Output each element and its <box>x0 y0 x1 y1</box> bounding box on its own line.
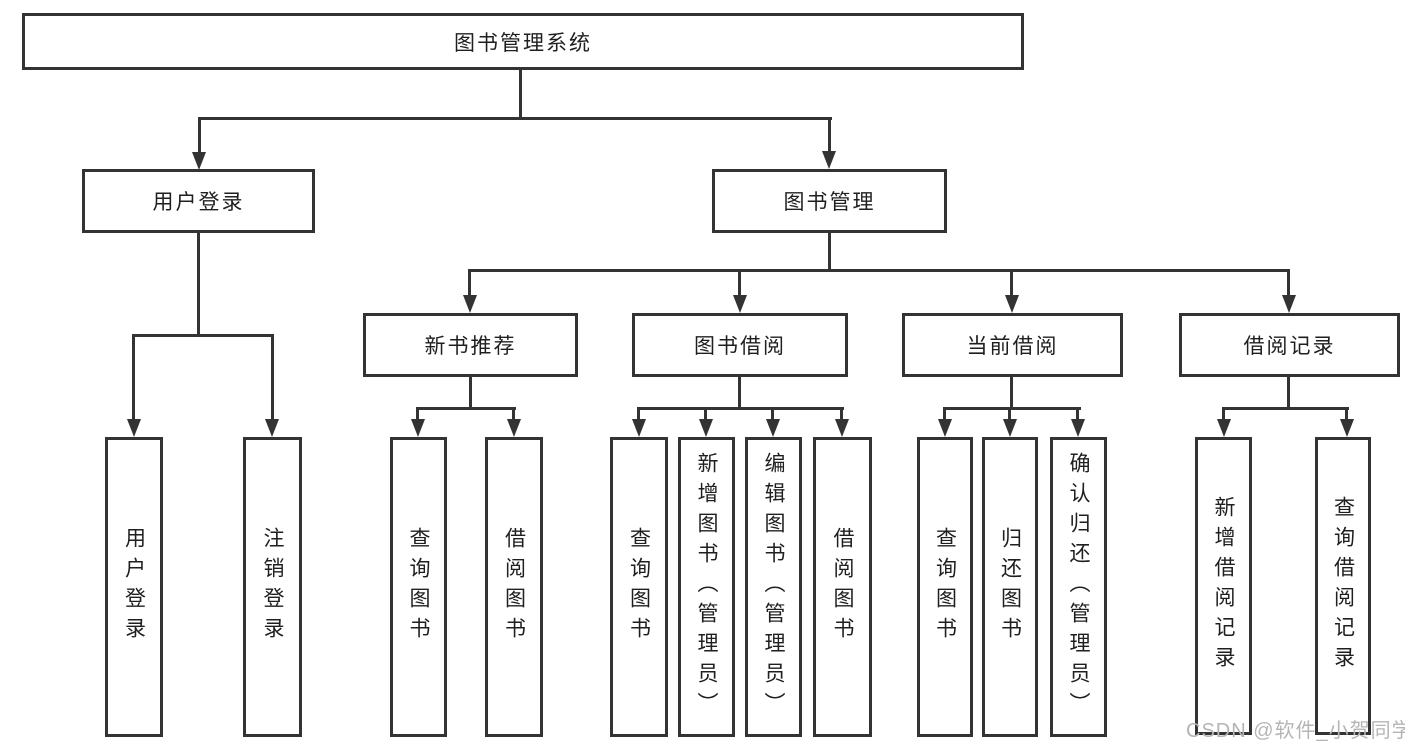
node-current-borrow-label: 当前借阅 <box>966 335 1059 358</box>
connector-current-drop-2 <box>1008 407 1011 421</box>
connector-borrow-split <box>637 407 844 410</box>
connector-borrow-stem <box>738 377 741 410</box>
node-book-borrow: 图书借阅 <box>632 313 848 377</box>
leaf-current-return-book: 归还图书 <box>982 437 1038 737</box>
leaf-records-add-record: 新增借阅记录 <box>1195 437 1252 735</box>
node-new-book-recommend-label: 新书推荐 <box>424 335 517 358</box>
leaf-user-login-label: 用户登录 <box>122 527 146 647</box>
arrowhead-recommend-leaf-1 <box>411 419 425 437</box>
connector-l2-drop-records <box>1287 269 1290 297</box>
connector-l2-drop-current <box>1010 269 1013 297</box>
connector-l1-drop-login <box>198 117 201 153</box>
connector-root-stem <box>519 68 522 119</box>
connector-recommend-drop-2 <box>512 407 515 421</box>
connector-l2-split <box>468 269 1290 272</box>
leaf-borrow-query-book-label: 查询图书 <box>627 527 651 647</box>
arrowhead-borrow-leaf-4 <box>835 419 849 437</box>
leaf-borrow-edit-book-admin-label: 编辑图书（管理员） <box>762 452 786 722</box>
connector-l2-drop-borrow <box>738 269 741 297</box>
connector-mgmt-stem <box>828 233 831 272</box>
leaf-recommend-borrow-book-label: 借阅图书 <box>502 527 526 647</box>
leaf-logout: 注销登录 <box>243 437 302 737</box>
leaf-records-query-record: 查询借阅记录 <box>1315 437 1371 735</box>
node-book-borrow-label: 图书借阅 <box>694 335 786 358</box>
arrowhead-recommend-leaf-2 <box>507 419 521 437</box>
connector-current-split <box>943 407 1081 410</box>
leaf-borrow-add-book-admin: 新增图书（管理员） <box>678 437 735 737</box>
arrowhead-records <box>1282 295 1296 313</box>
node-root-label: 图书管理系统 <box>454 31 592 55</box>
leaf-records-query-record-label: 查询借阅记录 <box>1331 496 1355 676</box>
connector-records-drop-2 <box>1345 407 1348 421</box>
leaf-borrow-add-book-admin-label: 新增图书（管理员） <box>695 452 719 722</box>
connector-current-stem <box>1010 377 1013 410</box>
leaf-borrow-edit-book-admin: 编辑图书（管理员） <box>745 437 802 737</box>
connector-l1-drop-mgmt <box>828 117 831 152</box>
connector-borrow-drop-2 <box>704 407 707 421</box>
connector-recommend-split <box>417 407 516 410</box>
connector-l1-split <box>198 117 832 120</box>
node-book-mgmt: 图书管理 <box>712 169 947 233</box>
connector-current-drop-1 <box>943 407 946 421</box>
connector-recommend-stem <box>469 377 472 410</box>
arrowhead-current-leaf-2 <box>1003 419 1017 437</box>
connector-login-drop-2 <box>271 334 274 420</box>
arrowhead-current <box>1005 295 1019 313</box>
leaf-current-confirm-return-admin: 确认归还（管理员） <box>1050 437 1107 737</box>
arrowhead-login <box>192 152 206 170</box>
arrowhead-borrow-leaf-1 <box>632 419 646 437</box>
csdn-watermark: CSDN @软件_小贺同学 <box>1186 720 1405 742</box>
connector-login-stem <box>197 233 200 336</box>
leaf-current-query-book: 查询图书 <box>917 437 973 737</box>
arrowhead-mgmt <box>822 151 836 169</box>
arrowhead-current-leaf-1 <box>938 419 952 437</box>
arrowhead-borrow <box>733 295 747 313</box>
leaf-recommend-query-book: 查询图书 <box>390 437 447 737</box>
connector-login-split <box>133 334 274 337</box>
node-root: 图书管理系统 <box>22 13 1024 70</box>
arrowhead-recommend <box>463 295 477 313</box>
node-new-book-recommend: 新书推荐 <box>363 313 578 377</box>
connector-borrow-drop-4 <box>840 407 843 421</box>
leaf-borrow-query-book: 查询图书 <box>610 437 668 737</box>
connector-records-stem <box>1287 377 1290 410</box>
arrowhead-records-leaf-2 <box>1340 419 1354 437</box>
connector-login-drop-1 <box>132 334 135 420</box>
connector-recommend-drop-1 <box>416 407 419 421</box>
node-book-mgmt-label: 图书管理 <box>783 191 876 214</box>
leaf-recommend-borrow-book: 借阅图书 <box>485 437 543 737</box>
leaf-records-add-record-label: 新增借阅记录 <box>1212 496 1236 676</box>
arrowhead-borrow-leaf-3 <box>766 419 780 437</box>
leaf-logout-label: 注销登录 <box>261 527 285 647</box>
leaf-current-confirm-return-admin-label: 确认归还（管理员） <box>1067 452 1091 722</box>
arrowhead-current-leaf-3 <box>1071 419 1085 437</box>
connector-records-split <box>1222 407 1349 410</box>
connector-records-drop-1 <box>1222 407 1225 421</box>
leaf-user-login: 用户登录 <box>105 437 163 737</box>
node-borrow-records: 借阅记录 <box>1179 313 1400 377</box>
leaf-borrow-borrow-book-label: 借阅图书 <box>831 527 855 647</box>
connector-borrow-drop-1 <box>637 407 640 421</box>
arrowhead-login-leaf-1 <box>127 419 141 437</box>
arrowhead-records-leaf-1 <box>1217 419 1231 437</box>
leaf-recommend-query-book-label: 查询图书 <box>407 527 431 647</box>
node-user-login: 用户登录 <box>82 169 315 233</box>
node-user-login-label: 用户登录 <box>152 191 245 214</box>
connector-l2-drop-recommend <box>468 269 471 297</box>
connector-borrow-drop-3 <box>771 407 774 421</box>
leaf-borrow-borrow-book: 借阅图书 <box>813 437 872 737</box>
node-current-borrow: 当前借阅 <box>902 313 1123 377</box>
arrowhead-login-leaf-2 <box>265 419 279 437</box>
connector-current-drop-3 <box>1076 407 1079 421</box>
leaf-current-query-book-label: 查询图书 <box>933 527 957 647</box>
node-borrow-records-label: 借阅记录 <box>1243 335 1336 358</box>
arrowhead-borrow-leaf-2 <box>699 419 713 437</box>
leaf-current-return-book-label: 归还图书 <box>998 527 1022 647</box>
